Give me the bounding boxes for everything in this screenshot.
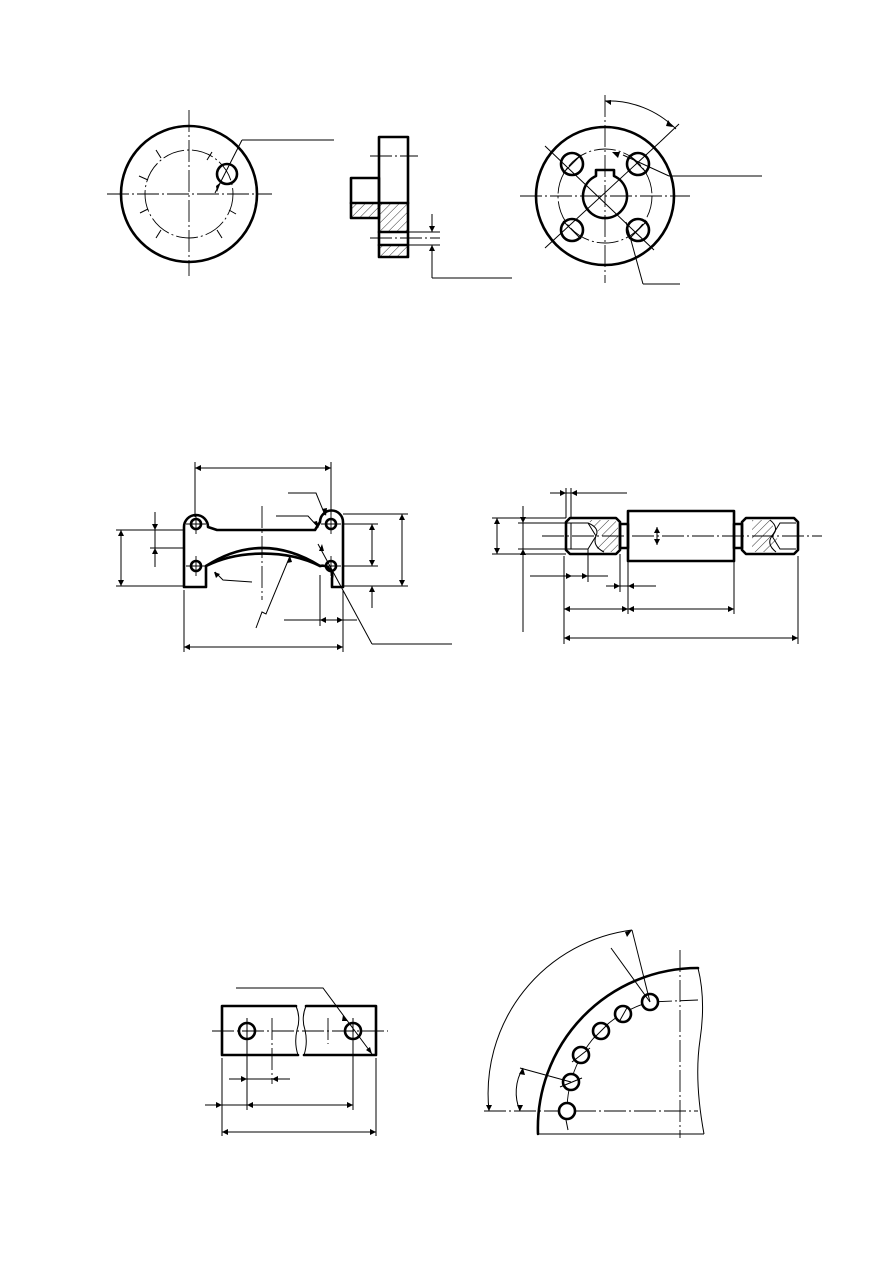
radius-leader <box>255 555 291 629</box>
bolt-hole-tl <box>559 151 585 177</box>
sector-outer-arc <box>536 966 700 1136</box>
bar-left-part <box>220 1004 300 1057</box>
right-threaded-end <box>740 516 800 556</box>
keyed-bore <box>581 168 629 220</box>
bolt-hole-tr <box>625 151 651 177</box>
view-hole-arc-sector <box>484 929 705 1138</box>
view-threaded-shaft <box>492 488 822 644</box>
left-blind-hole <box>570 522 597 550</box>
hole-1 <box>557 1101 577 1121</box>
leader-line <box>236 987 373 1055</box>
bolt-hole-bl <box>559 217 585 243</box>
section-hatch-lower <box>379 245 408 257</box>
view-slotted-bar <box>205 987 388 1136</box>
arc-edge <box>204 546 322 568</box>
hole-pitch-arc <box>566 1001 651 1112</box>
pitch-ticks <box>138 149 237 239</box>
section-hatch-mid <box>379 218 408 232</box>
angle-dim-arc <box>604 100 677 130</box>
leader-arrow <box>216 182 221 192</box>
view-keyed-flange <box>520 95 762 285</box>
leader-line <box>622 154 670 177</box>
break-line-right <box>302 1005 307 1056</box>
break-line-left <box>295 1005 300 1056</box>
bracket-outline <box>182 509 345 589</box>
bar-right-part <box>302 1004 378 1057</box>
view-bracket-plate <box>116 462 452 652</box>
angle-dim-large <box>487 929 633 1112</box>
bolt-hole <box>215 162 239 186</box>
section-hatch-upper <box>351 203 408 218</box>
left-threaded-end <box>564 516 622 556</box>
view-round-flange-front <box>107 110 334 276</box>
flange-body <box>377 135 410 259</box>
view-stepped-flange-section <box>349 135 512 279</box>
bolt-hole-br <box>625 217 651 243</box>
break-line <box>697 967 705 1135</box>
